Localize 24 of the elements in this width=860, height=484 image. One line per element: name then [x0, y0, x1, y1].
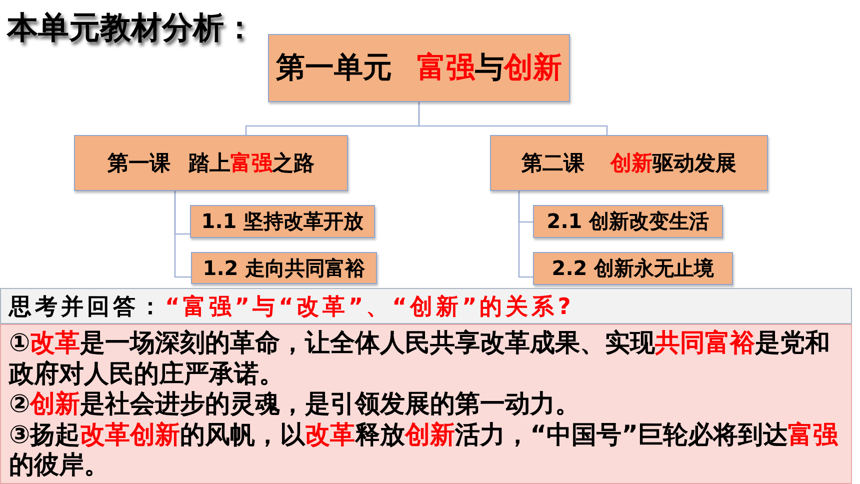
answer-paragraph: ①改革是一场深刻的革命，让全体人民共享改革成果、实现共同富裕是党和政府对人民的庄严承诺。	[9, 328, 832, 389]
section-box	[533, 252, 733, 285]
lesson-box	[74, 135, 348, 191]
section-box	[533, 205, 723, 238]
answer-paragraph: ②创新是社会进步的灵魂，是引领发展的第一动力。	[9, 389, 582, 420]
section-title: 2.1 创新改变生活	[546, 208, 710, 235]
page-title: 本单元教材分析：	[7, 9, 255, 48]
unit-title: 第一单元 富强与创新	[276, 49, 562, 86]
connector-line	[518, 191, 533, 278]
section-title: 1.1 坚持改革开放	[201, 208, 364, 235]
lesson-title: 第一课 踏上富强之路	[108, 150, 314, 177]
section-title: 2.2 创新永无止境	[552, 255, 714, 282]
lesson-box	[490, 135, 768, 191]
answer-paragraph: ③扬起改革创新的风帆，以改革释放创新活力，“中国号”巨轮必将到达富强的彼岸。	[9, 420, 840, 480]
question-band	[0, 288, 852, 324]
section-box	[191, 252, 377, 284]
lesson-title: 第二课 创新驱动发展	[521, 150, 737, 177]
question-text: 思考并回答：“富强”与“改革”、“创新”的关系?	[9, 292, 574, 322]
unit-box	[268, 34, 570, 102]
connector-line	[418, 102, 608, 135]
section-title: 1.2 走向共同富裕	[202, 254, 366, 282]
connector-line	[174, 191, 191, 278]
section-box	[190, 205, 375, 238]
answer-panel	[0, 324, 852, 484]
